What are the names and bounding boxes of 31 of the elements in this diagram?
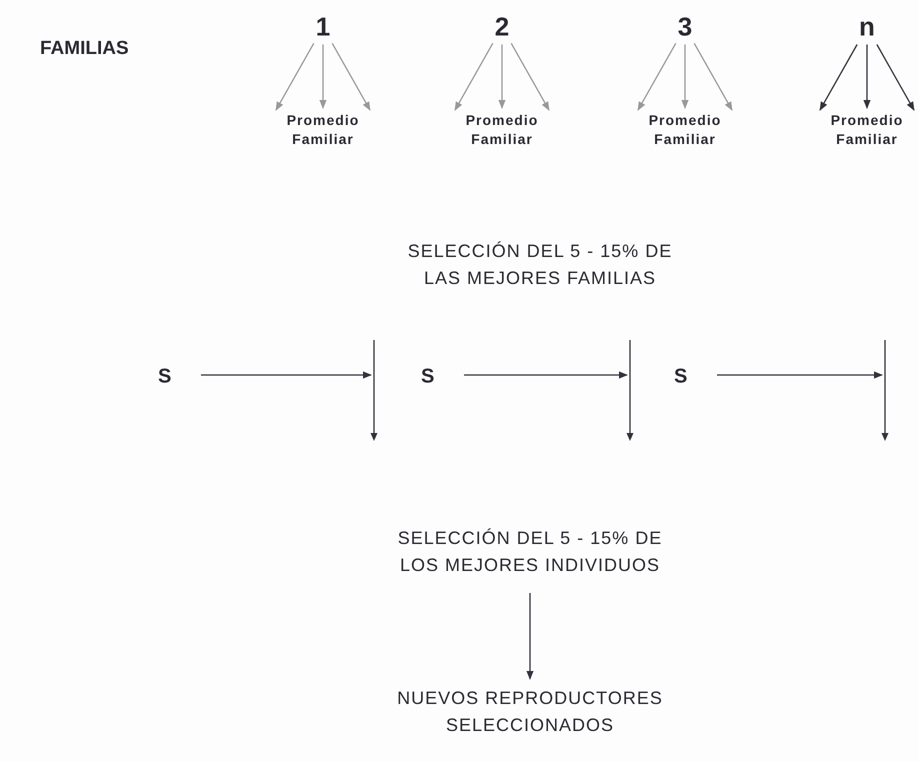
step-label: SELECCIÓN DEL 5 - 15% DE LAS MEJORES FAMILIAS xyxy=(406,240,674,290)
arrow xyxy=(332,43,371,111)
arrow xyxy=(819,44,858,111)
family-average-label: Promedio Familiar xyxy=(830,111,904,149)
arrow xyxy=(694,43,733,111)
family-number: n xyxy=(859,12,875,42)
arrow xyxy=(275,43,314,111)
step-label: NUEVOS REPRODUCTORES SELECCIONADOS xyxy=(396,687,664,737)
selection-mark: S xyxy=(158,366,172,388)
selection-mark: S xyxy=(674,366,688,388)
step-label: SELECCIÓN DEL 5 - 15% DE LOS MEJORES INDIVIDUOS xyxy=(396,527,664,577)
arrow xyxy=(498,44,506,110)
arrow xyxy=(876,44,915,111)
arrow xyxy=(464,371,628,379)
family-average-label: Promedio Familiar xyxy=(648,111,722,149)
family-number: 1 xyxy=(316,12,330,42)
family-number: 2 xyxy=(494,12,510,42)
arrow xyxy=(201,371,372,379)
selection-mark: S xyxy=(421,366,434,388)
arrow xyxy=(510,43,550,111)
group-label: FAMILIAS xyxy=(40,38,129,60)
arrow xyxy=(526,593,534,680)
arrow xyxy=(454,43,494,111)
arrow xyxy=(319,44,327,110)
family-number: 3 xyxy=(678,12,692,42)
family-average-label: Promedio Familiar xyxy=(464,111,540,149)
arrow xyxy=(637,43,676,111)
arrow xyxy=(863,44,871,110)
family-average-label: Promedio Familiar xyxy=(286,111,360,149)
arrow xyxy=(681,44,689,110)
arrow xyxy=(717,371,883,379)
